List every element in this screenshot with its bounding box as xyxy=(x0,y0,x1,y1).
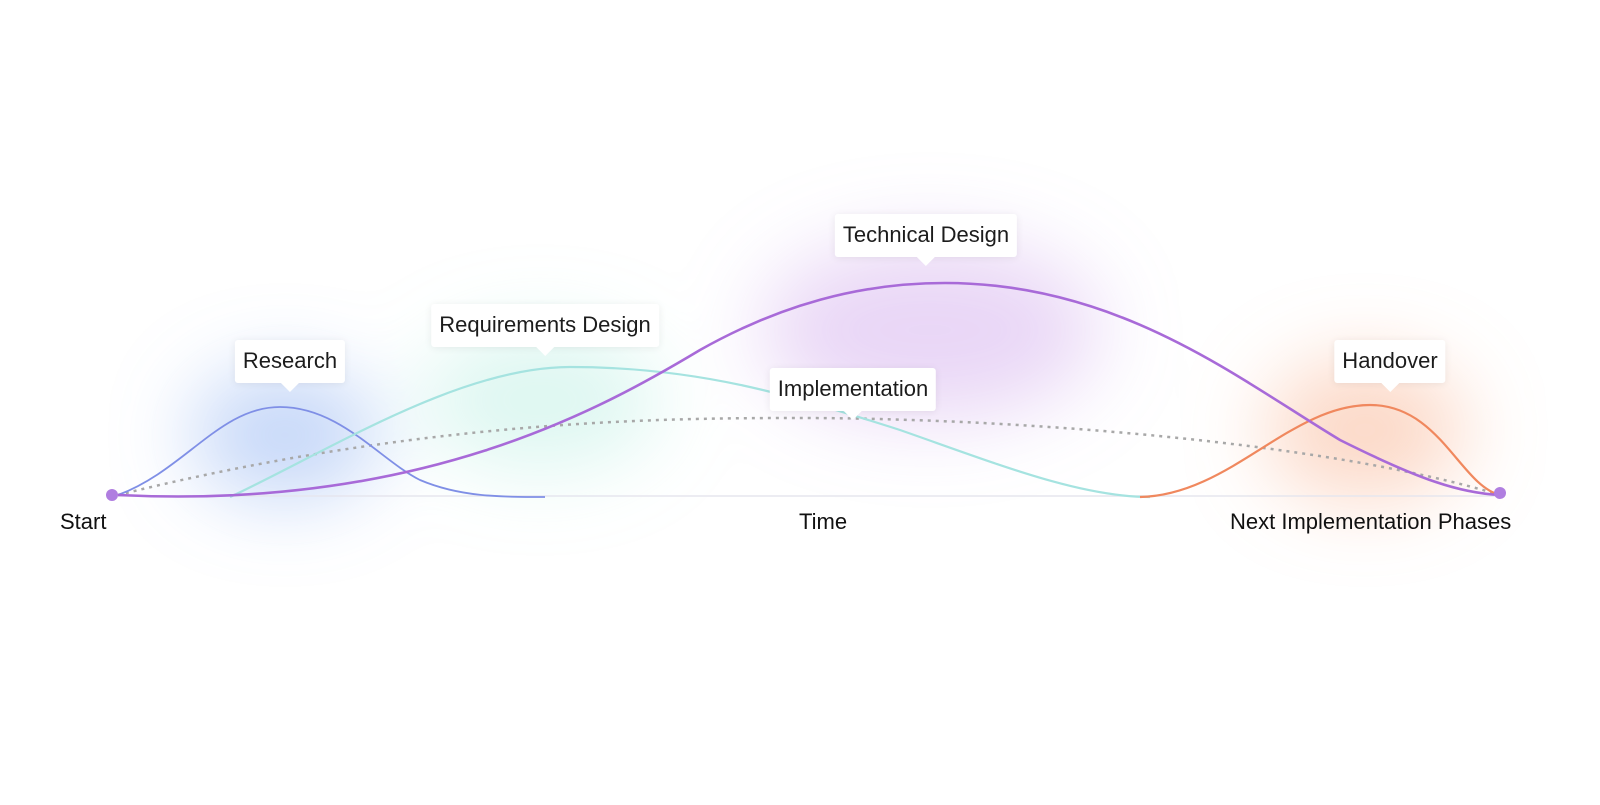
requirements-design-curve xyxy=(229,365,1151,499)
start-point xyxy=(106,489,118,501)
time-label: Time xyxy=(799,509,848,534)
research-curve xyxy=(117,406,546,498)
handover-label: Handover xyxy=(1334,340,1446,392)
implementation-curve xyxy=(117,416,1501,497)
end-point xyxy=(1494,487,1506,499)
technical-design-label: Technical Design xyxy=(834,214,1018,266)
handover-glow xyxy=(1265,360,1465,500)
start-label: Start xyxy=(60,509,107,534)
technical-design-curve xyxy=(117,281,1501,498)
handover-curve xyxy=(1139,403,1501,499)
requirements-design-label: Requirements Design xyxy=(431,304,659,356)
implementation-label: Implementation xyxy=(769,368,937,420)
research-label: Research xyxy=(234,340,346,392)
next-implementation-phases-label: Next Implementation Phases xyxy=(1230,509,1512,534)
requirements-design-glow xyxy=(420,330,660,470)
